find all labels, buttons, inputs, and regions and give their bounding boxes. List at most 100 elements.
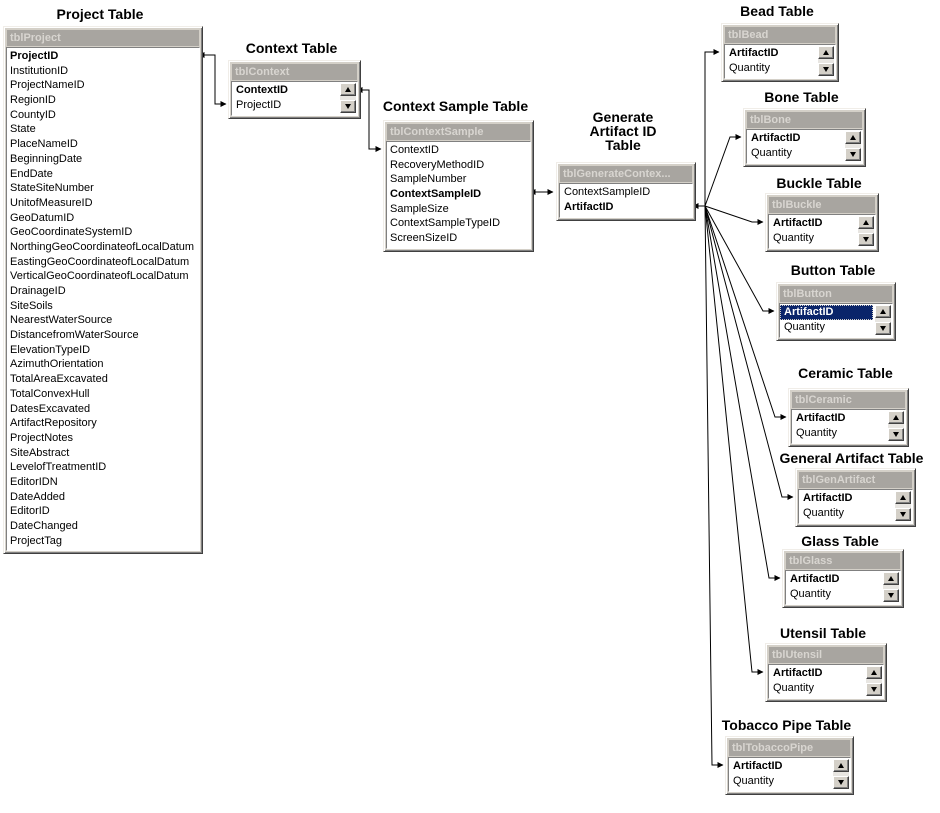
relationship-line-generate-utensil[interactable]: [704, 205, 764, 675]
relationship-line-generate-button[interactable]: [704, 205, 775, 314]
table-title-bar[interactable]: tblGenArtifact: [799, 472, 912, 488]
field-row[interactable]: ContextSampleID: [387, 187, 529, 202]
field-row[interactable]: Quantity: [769, 681, 864, 696]
scrollbar[interactable]: [875, 305, 891, 335]
field-row[interactable]: DatesExcavated: [7, 402, 198, 417]
scroll-down-button[interactable]: [866, 683, 882, 696]
field-row[interactable]: ProjectNameID: [7, 78, 198, 93]
relationship-line-generate-buckle[interactable]: [704, 205, 764, 225]
scroll-up-button[interactable]: [833, 759, 849, 772]
scroll-down-button[interactable]: [875, 322, 891, 335]
field-row[interactable]: Quantity: [786, 587, 881, 602]
field-row[interactable]: InstitutionID: [7, 64, 198, 79]
field-row[interactable]: Quantity: [792, 426, 886, 441]
field-row[interactable]: EndDate: [7, 167, 198, 182]
relationship-line-project-context[interactable]: [198, 52, 227, 107]
field-row[interactable]: ArtifactID: [792, 411, 886, 426]
field-row[interactable]: EditorIDN: [7, 475, 198, 490]
field-row[interactable]: SiteSoils: [7, 299, 198, 314]
field-row[interactable]: SampleNumber: [387, 172, 529, 187]
field-row[interactable]: NearestWaterSource: [7, 313, 198, 328]
relationship-line-generate-bead[interactable]: [704, 49, 720, 206]
relationship-line-generate-genartifact[interactable]: [704, 205, 794, 500]
field-row[interactable]: ArtifactID: [725, 46, 816, 61]
field-row[interactable]: PlaceNameID: [7, 137, 198, 152]
field-row[interactable]: SiteAbstract: [7, 446, 198, 461]
field-row[interactable]: ProjectID: [7, 49, 198, 64]
field-row[interactable]: Quantity: [729, 774, 831, 789]
scrollbar[interactable]: [858, 216, 874, 246]
relationship-line-generate-bone[interactable]: [704, 134, 742, 207]
field-row[interactable]: ContextSampleTypeID: [387, 216, 529, 231]
scroll-down-button[interactable]: [895, 508, 911, 521]
field-row[interactable]: EastingGeoCoordinateofLocalDatum: [7, 255, 198, 270]
table-title-bar[interactable]: tblBone: [747, 112, 862, 128]
table-title-bar[interactable]: tblBuckle: [769, 197, 875, 213]
field-row[interactable]: ArtifactID: [780, 305, 873, 320]
field-row[interactable]: Quantity: [747, 146, 843, 161]
field-row[interactable]: GeoDatumID: [7, 211, 198, 226]
field-row[interactable]: State: [7, 122, 198, 137]
scroll-up-button[interactable]: [340, 83, 356, 96]
field-row[interactable]: ArtifactID: [769, 666, 864, 681]
field-row[interactable]: SampleSize: [387, 202, 529, 217]
field-row[interactable]: ContextID: [387, 143, 529, 158]
field-row[interactable]: DrainageID: [7, 284, 198, 299]
scroll-down-button[interactable]: [888, 428, 904, 441]
scrollbar[interactable]: [833, 759, 849, 789]
field-row[interactable]: ProjectNotes: [7, 431, 198, 446]
field-row[interactable]: ProjectTag: [7, 534, 198, 549]
field-row[interactable]: ArtifactID: [786, 572, 881, 587]
scroll-down-button[interactable]: [340, 100, 356, 113]
field-row[interactable]: ContextID: [232, 83, 338, 98]
scroll-down-button[interactable]: [818, 63, 834, 76]
field-row[interactable]: ArtifactID: [769, 216, 856, 231]
field-row[interactable]: BeginningDate: [7, 152, 198, 167]
scrollbar[interactable]: [866, 666, 882, 696]
scroll-down-button[interactable]: [845, 148, 861, 161]
scrollbar[interactable]: [845, 131, 861, 161]
table-title-bar[interactable]: tblGenerateContex...: [560, 166, 692, 182]
scroll-up-button[interactable]: [888, 411, 904, 424]
table-title-bar[interactable]: tblButton: [780, 286, 892, 302]
scroll-up-button[interactable]: [866, 666, 882, 679]
field-row[interactable]: RecoveryMethodID: [387, 158, 529, 173]
field-row[interactable]: CountyID: [7, 108, 198, 123]
field-row[interactable]: AzimuthOrientation: [7, 357, 198, 372]
scroll-down-button[interactable]: [858, 233, 874, 246]
scrollbar[interactable]: [340, 83, 356, 113]
field-row[interactable]: Quantity: [799, 506, 893, 521]
scrollbar[interactable]: [818, 46, 834, 76]
field-row[interactable]: StateSiteNumber: [7, 181, 198, 196]
field-row[interactable]: ArtifactID: [799, 491, 893, 506]
relationship-line-generate-glass[interactable]: [704, 205, 781, 581]
scroll-up-button[interactable]: [883, 572, 899, 585]
table-title-bar[interactable]: tblGlass: [786, 553, 900, 569]
field-row[interactable]: DateChanged: [7, 519, 198, 534]
field-row[interactable]: VerticalGeoCoordinateofLocalDatum: [7, 269, 198, 284]
field-row[interactable]: ArtifactRepository: [7, 416, 198, 431]
table-title-bar[interactable]: tblContextSample: [387, 124, 530, 140]
field-row[interactable]: ElevationTypeID: [7, 343, 198, 358]
scroll-up-button[interactable]: [875, 305, 891, 318]
field-row[interactable]: ScreenSizeID: [387, 231, 529, 246]
field-row[interactable]: ProjectID: [232, 98, 338, 113]
field-row[interactable]: UnitofMeasureID: [7, 196, 198, 211]
scroll-down-button[interactable]: [883, 589, 899, 602]
relationship-line-generate-tobaccopipe[interactable]: [704, 205, 724, 768]
field-row[interactable]: DistancefromWaterSource: [7, 328, 198, 343]
field-row[interactable]: Quantity: [725, 61, 816, 76]
field-row[interactable]: ArtifactID: [747, 131, 843, 146]
field-row[interactable]: GeoCoordinateSystemID: [7, 225, 198, 240]
table-title-bar[interactable]: tblUtensil: [769, 647, 883, 663]
